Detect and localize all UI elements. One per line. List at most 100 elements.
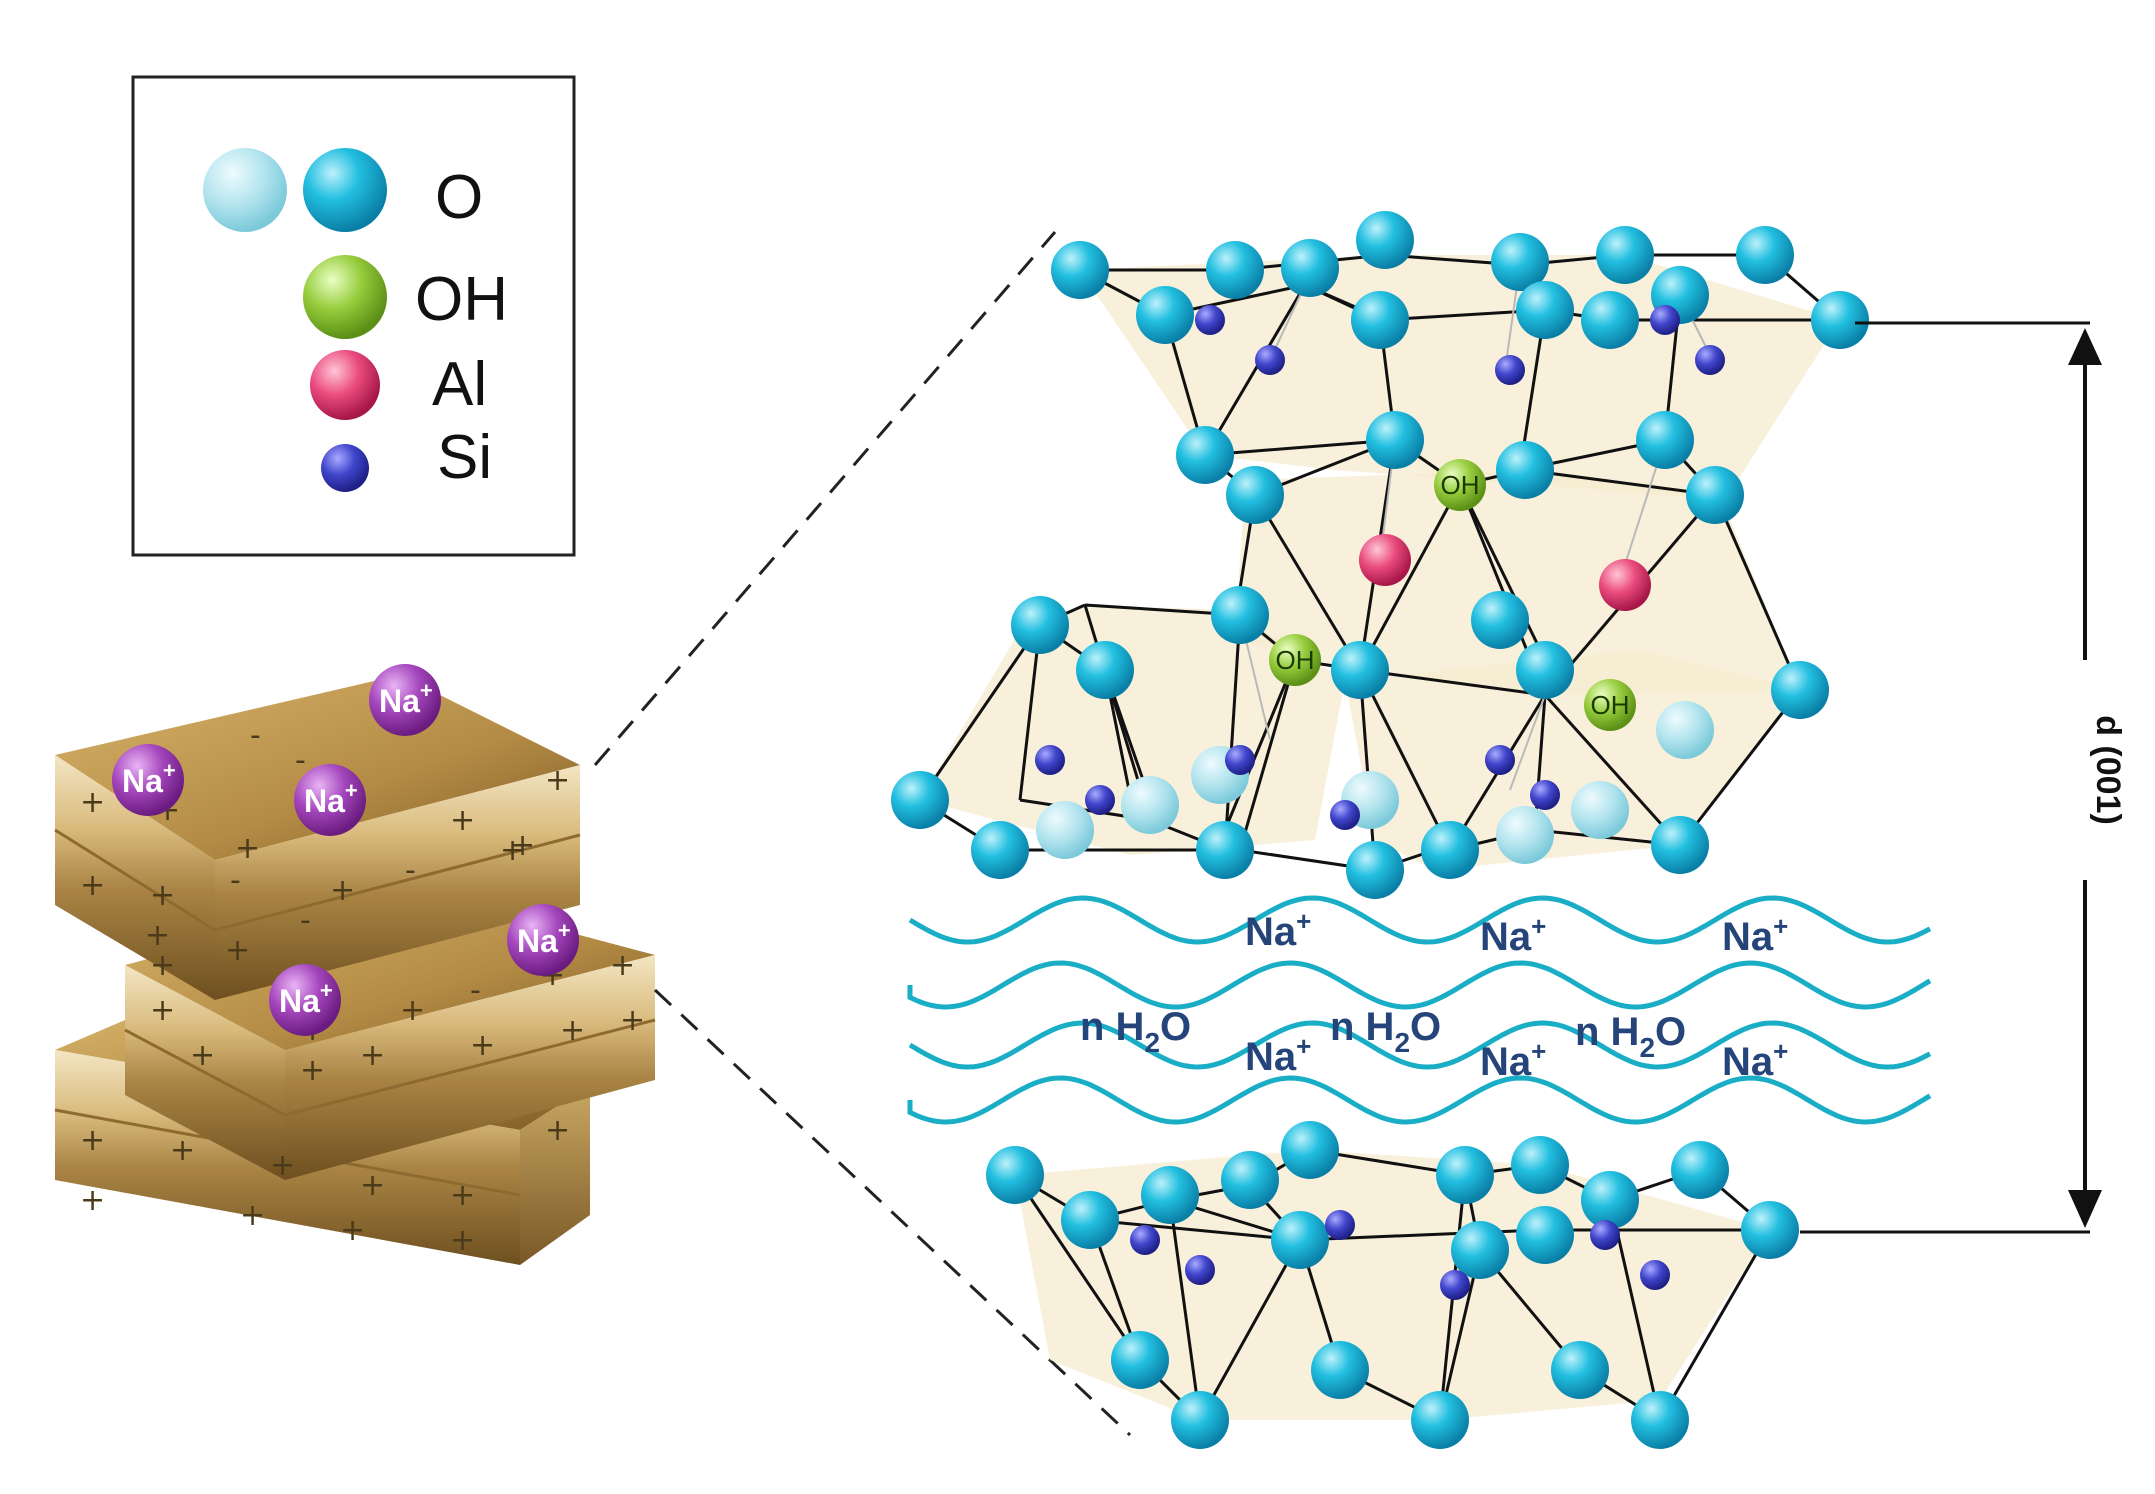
- silicon-atom: [1485, 745, 1515, 775]
- positive-charge-sign: +: [360, 1168, 385, 1203]
- silicon-atom: [1440, 1270, 1470, 1300]
- oxygen-atom: [891, 771, 949, 829]
- interlayer-na-3: Na+: [1722, 911, 1788, 959]
- oxygen-atom: [1671, 1141, 1729, 1199]
- svg-text:Na+: Na+: [304, 778, 358, 819]
- oxygen-atom: [986, 1146, 1044, 1204]
- positive-charge-sign: +: [170, 1133, 195, 1168]
- interlayer-labels: Na+ Na+ Na+ n H2O n H2O n H2O Na+ Na+ Na…: [1080, 906, 1788, 1084]
- negative-charge-sign: -: [470, 973, 481, 1008]
- legend-label-hydroxyl: OH: [415, 265, 508, 334]
- legend: O OH Al Si: [131, 75, 576, 557]
- oxygen-atom-back: [1121, 776, 1179, 834]
- oxygen-atom: [1511, 1136, 1569, 1194]
- oxygen-atom: [1496, 441, 1554, 499]
- water-wave: [908, 1020, 1932, 1070]
- silicon-atom: [1325, 1210, 1355, 1240]
- positive-charge-sign: +: [150, 948, 175, 983]
- svg-text:Na+: Na+: [122, 758, 176, 799]
- silicon-atom: [1255, 345, 1285, 375]
- oxygen-light-legend-icon: [203, 148, 287, 232]
- positive-charge-sign: +: [235, 831, 260, 866]
- oxygen-atom: [1471, 591, 1529, 649]
- positive-charge-sign: +: [190, 1038, 215, 1073]
- oxygen-atom: [1581, 291, 1639, 349]
- interlayer-water-1: n H2O: [1080, 1005, 1191, 1058]
- silicon-legend-icon: [321, 444, 369, 492]
- positive-charge-sign: +: [545, 1113, 570, 1148]
- positive-charge-sign: +: [450, 1178, 475, 1213]
- oxygen-atom-back: [1036, 801, 1094, 859]
- oxygen-atom: [1596, 226, 1654, 284]
- positive-charge-sign: +: [450, 803, 475, 838]
- svg-text:Na+: Na+: [517, 918, 571, 959]
- water-wave: [908, 895, 1932, 945]
- oxygen-atom: [1351, 291, 1409, 349]
- silicon-atom: [1695, 345, 1725, 375]
- oxygen-atom: [1811, 291, 1869, 349]
- interlayer-water-3: n H2O: [1575, 1010, 1686, 1063]
- oxygen-atom: [1516, 641, 1574, 699]
- positive-charge-sign: +: [80, 1183, 105, 1218]
- oxygen-atom: [1551, 1341, 1609, 1399]
- oxygen-atom: [1636, 411, 1694, 469]
- arrow-down-icon: [2068, 1190, 2102, 1228]
- oxygen-atom: [1211, 586, 1269, 644]
- positive-charge-sign: +: [560, 1013, 585, 1048]
- arrow-up-icon: [2068, 328, 2102, 365]
- silicon-atom: [1225, 745, 1255, 775]
- water-wave: [907, 1075, 1932, 1125]
- silicon-atom: [1035, 745, 1065, 775]
- negative-charge-sign: -: [250, 718, 261, 753]
- oxygen-atom: [1206, 241, 1264, 299]
- positive-charge-sign: +: [225, 933, 250, 968]
- hydroxyl-label: OH: [1276, 645, 1315, 675]
- legend-label-silicon: Si: [437, 423, 492, 492]
- oxygen-atom: [1651, 816, 1709, 874]
- aluminium-atom: [1359, 534, 1411, 586]
- clay-platelet-stack: +++++++++-+-++++-++-+++++++++++++++++++-…: [54, 664, 656, 1265]
- oxygen-atom: [1516, 1206, 1574, 1264]
- positive-charge-sign: +: [400, 993, 425, 1028]
- oxygen-atom: [1196, 821, 1254, 879]
- basal-spacing-indicator: d (001): [1800, 321, 2127, 1234]
- sodium-ion: Na+: [507, 904, 579, 976]
- silicon-atom: [1640, 1260, 1670, 1290]
- oxygen-atom: [1271, 1211, 1329, 1269]
- positive-charge-sign: +: [510, 828, 535, 863]
- positive-charge-sign: +: [150, 878, 175, 913]
- positive-charge-sign: +: [150, 993, 175, 1028]
- oxygen-atom: [1111, 1331, 1169, 1389]
- hydroxyl-group: [1584, 679, 1636, 731]
- interlayer-water-waves: [907, 895, 1932, 1125]
- negative-charge-sign: -: [295, 743, 306, 778]
- silicon-atom: [1330, 800, 1360, 830]
- sodium-ion: Na+: [294, 764, 366, 836]
- positive-charge-sign: +: [470, 1028, 495, 1063]
- platelet-surface-charges: +++++++++-+-++++-++-+++++++++++++++++++-…: [80, 693, 645, 1258]
- oxygen-atom: [1136, 286, 1194, 344]
- positive-charge-sign: +: [500, 833, 525, 868]
- oxygen-atom: [1311, 1341, 1369, 1399]
- platelet-sodium-ions: Na+Na+Na+Na+Na+: [112, 664, 579, 1036]
- silicon-atom: [1085, 785, 1115, 815]
- hydroxyl-label: OH: [1441, 470, 1480, 500]
- positive-charge-sign: +: [80, 785, 105, 820]
- oxygen-atom: [1346, 841, 1404, 899]
- silicon-atom: [1185, 1255, 1215, 1285]
- oxygen-atom: [1366, 411, 1424, 469]
- oxygen-atom: [1281, 239, 1339, 297]
- oxygen-legend-icon: [303, 148, 387, 232]
- positive-charge-sign: +: [80, 1123, 105, 1158]
- negative-charge-sign: -: [300, 903, 311, 938]
- oxygen-atom: [1051, 241, 1109, 299]
- oxygen-atom: [1356, 211, 1414, 269]
- negative-charge-sign: -: [230, 863, 241, 898]
- positive-charge-sign: +: [620, 1003, 645, 1038]
- positive-charge-sign: +: [340, 1213, 365, 1248]
- oxygen-atom-back: [1571, 781, 1629, 839]
- silicon-atom: [1530, 780, 1560, 810]
- aluminium-atom: [1599, 559, 1651, 611]
